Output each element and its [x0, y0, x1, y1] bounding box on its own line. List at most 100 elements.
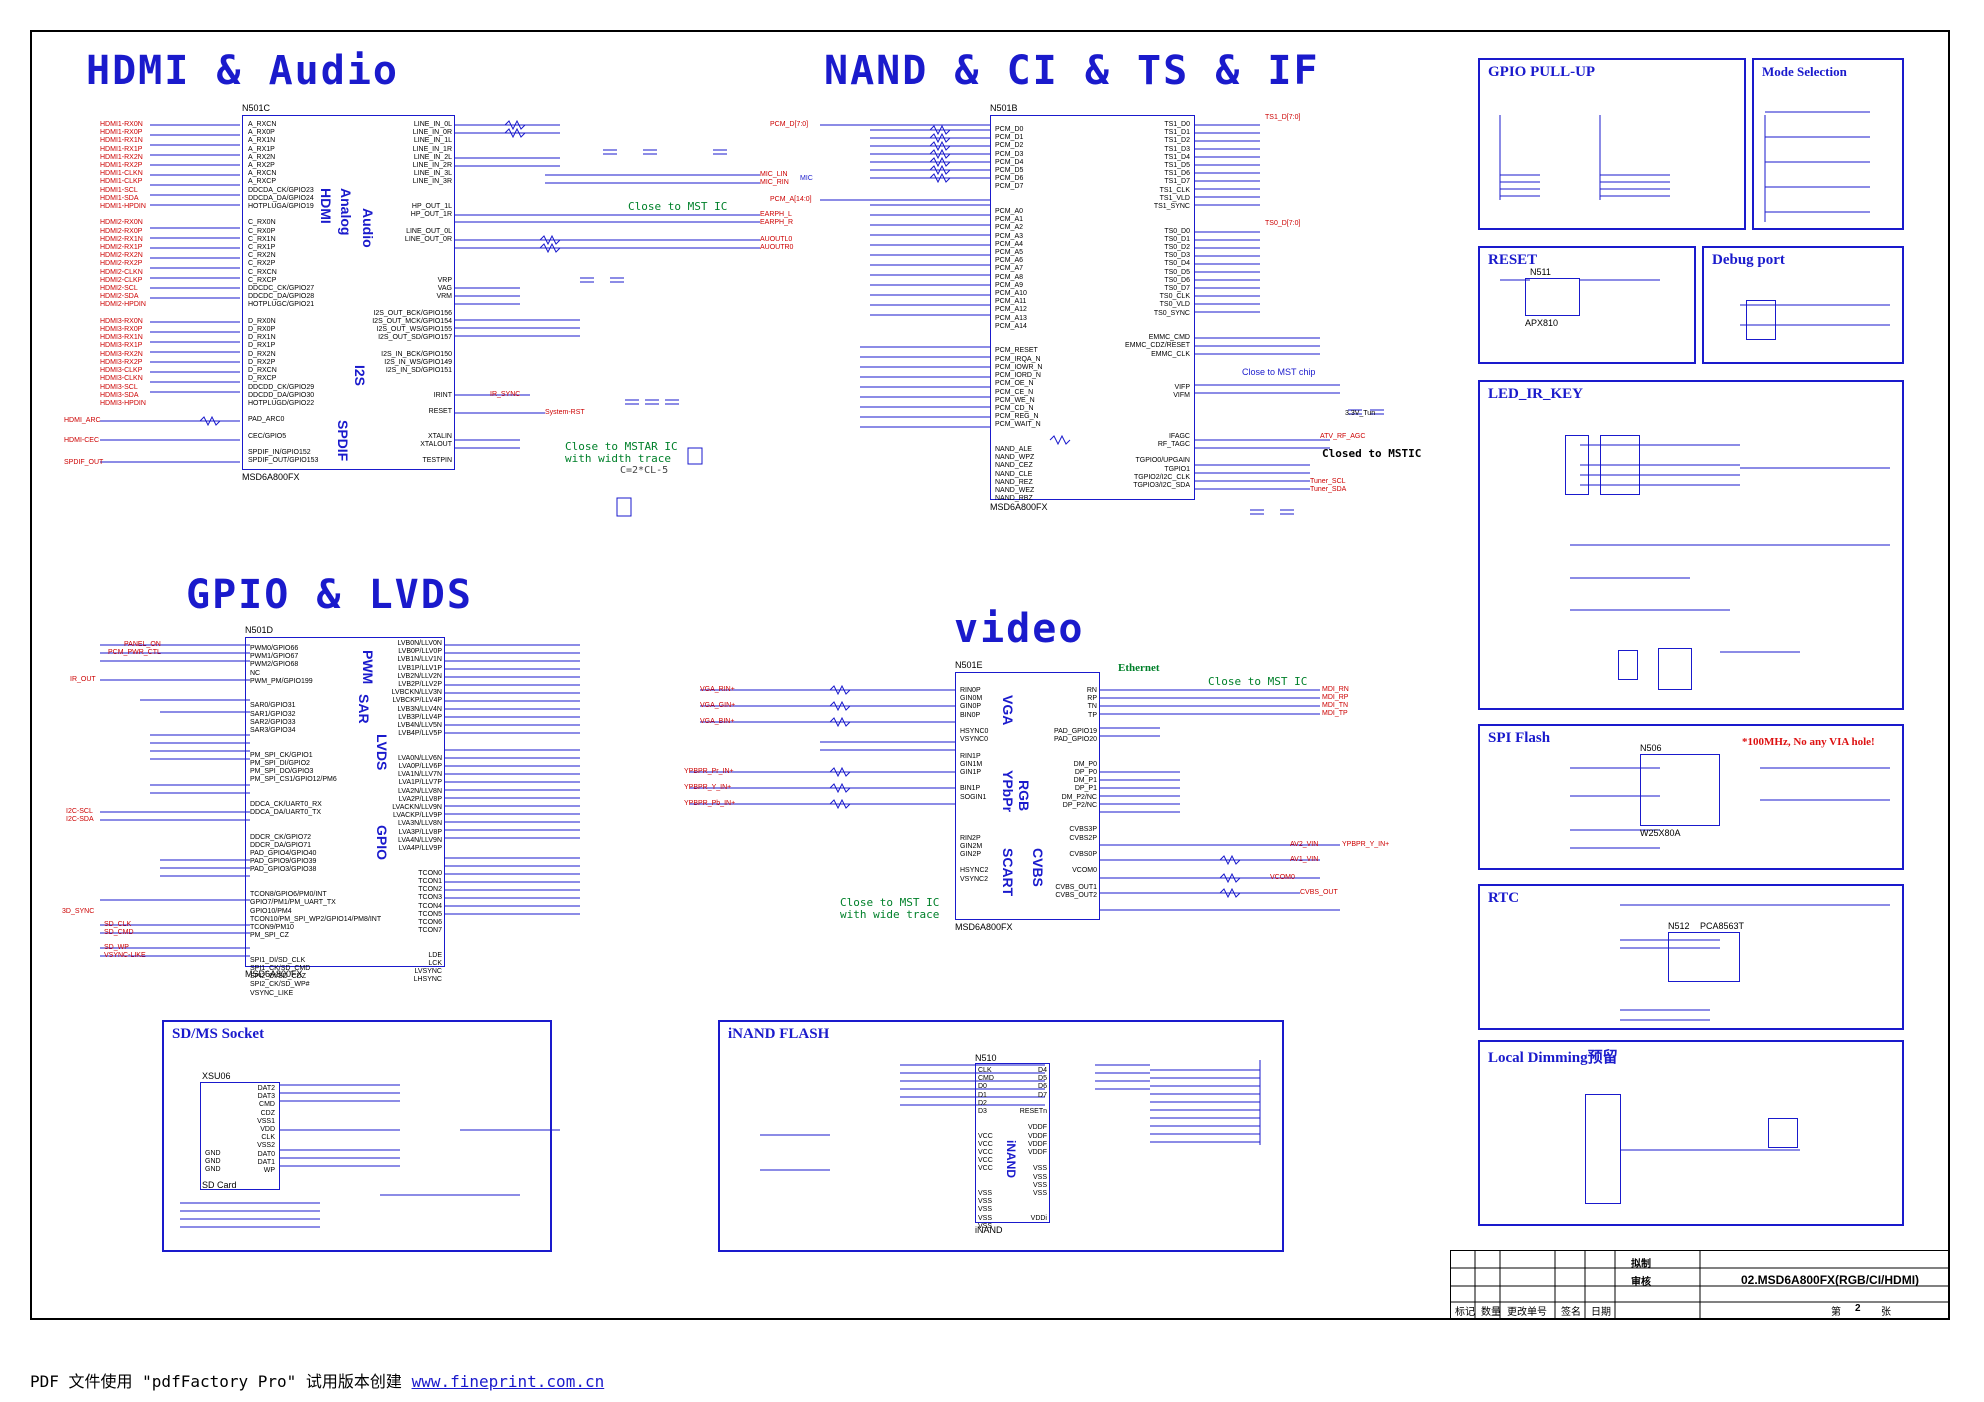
- signal-vcom0: VCOM0: [1270, 874, 1295, 881]
- signal-pcm-pwr-ctl: PCM_PWR_CTL: [108, 649, 161, 656]
- note-c-eq: C=2*CL-5: [620, 465, 669, 476]
- signal-vga-rin: VGA_RIN+: [700, 686, 735, 693]
- block-label-ypbpr: YPbPr: [1000, 770, 1016, 813]
- debug-port-title: Debug port: [1712, 252, 1785, 268]
- signal-tuner-sda: Tuner_SDA: [1310, 486, 1347, 493]
- signal-3d-sync: 3D_SYNC: [62, 908, 95, 915]
- signal-ts0-d: TS0_D[7:0]: [1265, 220, 1301, 227]
- title-block-sheet-label: 第: [1831, 1307, 1841, 1318]
- chip-part-n510: iNAND: [975, 1225, 1003, 1235]
- led-ir-key-title: LED_IR_KEY: [1488, 386, 1584, 402]
- signal-pcm-d: PCM_D[7:0]: [770, 121, 809, 128]
- label-ethernet: Ethernet: [1118, 662, 1160, 674]
- signal-sd-clk: SD_CLK: [104, 921, 132, 928]
- title-block-title: 02.MSD6A800FX(RGB/CI/HDMI): [1741, 1273, 1920, 1287]
- inand-input-pins: CLK CMD D0 D1 D2 D3 VCC VCC VCC VCC VCC …: [978, 1067, 994, 1230]
- title-block-row-change: 更改单号: [1507, 1307, 1547, 1318]
- n501b-output-pins: TS1_D0 TS1_D1 TS1_D2 TS1_D3 TS1_D4 TS1_D…: [1125, 121, 1190, 489]
- signal-earph-r: EARPH_R: [760, 219, 794, 226]
- chip-part-xs106: SD Card: [202, 1180, 237, 1190]
- lvds-traces: [100, 644, 580, 957]
- spi-flash-box: SPI Flash *100MHz, No any VIA hole!: [1478, 724, 1904, 870]
- title-block-sheet-no: 2: [1855, 1303, 1861, 1314]
- mode-selection-box: Mode Selection: [1752, 58, 1904, 230]
- signal-hdmi-arc: HDMI_ARC: [64, 417, 101, 424]
- signal-mdi-rn: MDI_RN: [1322, 686, 1349, 693]
- signal-mdi-tp: MDI_TP: [1322, 710, 1348, 717]
- block-label-cvbs: CVBS: [1030, 848, 1046, 887]
- title-block-drawn: 拟制: [1631, 1259, 1651, 1270]
- signal-ir-sync: IR_SYNC: [490, 391, 521, 398]
- block-label-pwm: PWM: [360, 650, 376, 685]
- chip-ref-n501b: N501B: [990, 103, 1018, 113]
- signal-atv-rf-agc: ATV_RF_AGC: [1320, 433, 1366, 440]
- debug-port-box: Debug port: [1702, 246, 1904, 364]
- sd-ms-box: SD/MS Socket: [162, 1020, 552, 1252]
- note-close-mst-chip: Close to MST chip: [1242, 367, 1316, 377]
- chip-ref-n511: N511: [1530, 267, 1551, 277]
- signal-auout-l: AUOUTL0: [760, 236, 793, 243]
- local-dimming-box: Local Dimming预留: [1478, 1040, 1904, 1226]
- capacitor-symbols: [580, 149, 1384, 515]
- chip-n511: [1525, 278, 1580, 316]
- title-block-row-mark: 标记: [1455, 1307, 1475, 1318]
- pdf-footer: PDF 文件使用 "pdfFactory Pro" 试用版本创建 www.fin…: [30, 1368, 604, 1392]
- chip-n501d: [245, 637, 445, 967]
- signal-auout-r: AUOUTR0: [760, 244, 794, 251]
- block-label-spdif: SPDIF: [335, 420, 351, 462]
- chip-ref-n510: N510: [975, 1053, 997, 1063]
- signal-sd-wp: SD_WP: [104, 944, 129, 951]
- chip-part-n501d: MSD6A800FX: [245, 969, 303, 979]
- signal-av2-vin: AV2_VIN: [1290, 841, 1319, 848]
- note-close-mstar: Close to MSTAR IC: [565, 440, 678, 453]
- note-closed-mstic: Closed to MSTIC: [1322, 447, 1422, 460]
- ferrite-symbol: [687, 447, 703, 465]
- note-close-mst-video: Close to MST IC: [840, 896, 940, 909]
- chip-n501c: [242, 115, 455, 470]
- inand-flash-box: iNAND FLASH: [718, 1020, 1284, 1252]
- block-label-scart: SCART: [1000, 848, 1016, 897]
- title-block-row-date: 日期: [1591, 1307, 1611, 1318]
- n501d-input-pins: PWM0/GPIO66 PWM1/GPIO67 PWM2/GPIO68 NC P…: [250, 645, 382, 997]
- title-block-row-sign: 签名: [1561, 1307, 1581, 1318]
- chip-xs648: [1658, 648, 1692, 690]
- footer-link[interactable]: www.fineprint.com.cn: [411, 1372, 605, 1391]
- hdmi-input-traces: [100, 124, 240, 463]
- block-label-hdmi: HDMI: [318, 188, 334, 224]
- section-title-video: video: [954, 606, 1085, 652]
- chip-n501b: [990, 115, 1195, 500]
- section-title-nand-ci: NAND & CI & TS & IF: [824, 48, 1320, 94]
- sd-ms-title: SD/MS Socket: [172, 1026, 265, 1042]
- signal-i2c-sda: I2C-SDA: [66, 816, 94, 823]
- signal-mic-rin: MIC_RIN: [760, 179, 789, 186]
- resistor-symbols: [199, 119, 1241, 899]
- signal-mic-lin: MIC_LIN: [760, 171, 788, 178]
- n501d-output-pins: LVB0N/LLV0N LVB0P/LLV0P LVB1N/LLV1N LVB1…: [391, 640, 442, 984]
- chip-xs644: [1600, 435, 1640, 495]
- block-label-sar: SAR: [356, 694, 372, 724]
- note-close-mst-1: Close to MST IC: [628, 200, 728, 213]
- signal-ypbpr-y-out: YPBPR_Y_IN+: [1342, 841, 1390, 848]
- block-label-gpio: GPIO: [374, 825, 390, 861]
- signal-spdif-out: SPDIF_OUT: [64, 459, 104, 466]
- chip-n501e: [955, 672, 1100, 920]
- signal-cvbs-out: CVBS_OUT: [1300, 889, 1338, 896]
- signal-ir-out: IR_OUT: [70, 676, 96, 683]
- inand-output-pins: D4 D5 D6 D7 RESETn VDDF VDDF VDDF VDDF V…: [1019, 1067, 1047, 1222]
- signal-ypbpr-y: YPBPR_Y_IN+: [684, 784, 732, 791]
- chip-xs646: [1585, 1094, 1621, 1204]
- sd-card-gnd-pins: GND GND GND: [205, 1150, 221, 1174]
- local-dimming-title: Local Dimming预留: [1488, 1050, 1618, 1066]
- block-label-lvds: LVDS: [374, 734, 390, 771]
- chip-n506: [1640, 754, 1720, 826]
- signal-mic: MIC: [800, 175, 813, 182]
- signal-av1-vin: AV1_VIN: [1290, 856, 1319, 863]
- block-label-i2s: I2S: [352, 365, 368, 387]
- signal-hdmi-cec: HDMI-CEC: [64, 437, 99, 444]
- chip-ref-n501e: N501E: [955, 660, 983, 670]
- n501e-output-pins: RN RP TN TP PAD_GPIO19 PAD_GPIO20 DM_P0 …: [1053, 687, 1097, 900]
- led-ir-key-box: LED_IR_KEY: [1478, 380, 1904, 710]
- block-label-inand: iNAND: [1004, 1140, 1018, 1178]
